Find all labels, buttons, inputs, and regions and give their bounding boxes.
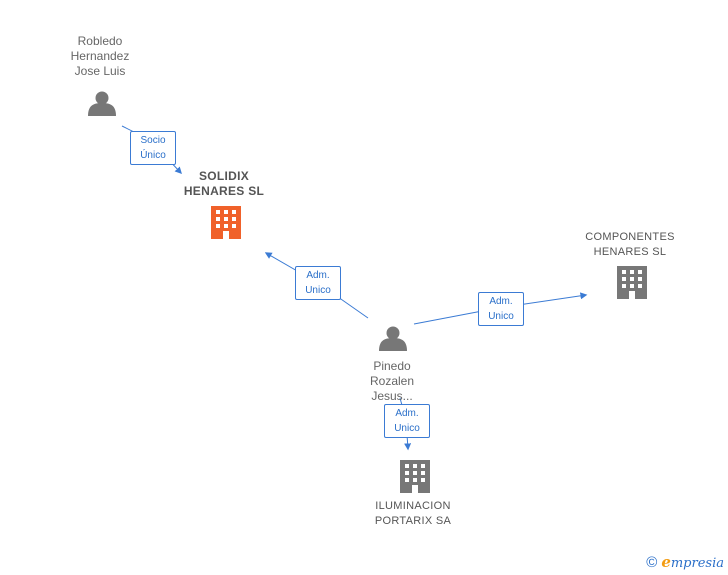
relation-socio-unico[interactable]: Socio Único <box>130 131 176 165</box>
company-label-solidix[interactable]: SOLIDIX HENARES SL <box>183 169 265 198</box>
relation-adm-unico-solidix[interactable]: Adm. Unico <box>295 266 341 300</box>
relation-adm-unico-iluminacion[interactable]: Adm. Unico <box>384 404 430 438</box>
person-icon[interactable] <box>88 91 116 117</box>
relation-adm-unico-componentes[interactable]: Adm. Unico <box>478 292 524 326</box>
building-icon[interactable] <box>617 266 647 299</box>
building-icon[interactable] <box>211 206 241 239</box>
brand-logo[interactable]: empresia <box>661 553 724 571</box>
copyright-icon: © <box>646 553 658 571</box>
building-icon[interactable] <box>400 460 430 493</box>
person-label-pinedo[interactable]: Pinedo Rozalen Jesus... <box>369 359 415 403</box>
company-label-iluminacion[interactable]: ILUMINACION PORTARIX SA <box>374 500 452 527</box>
person-icon[interactable] <box>379 326 407 352</box>
brand-footer: © empresia <box>646 553 724 571</box>
company-label-componentes[interactable]: COMPONENTES HENARES SL <box>585 231 675 258</box>
person-label-robledo[interactable]: Robledo Hernandez Jose Luis <box>70 34 130 78</box>
